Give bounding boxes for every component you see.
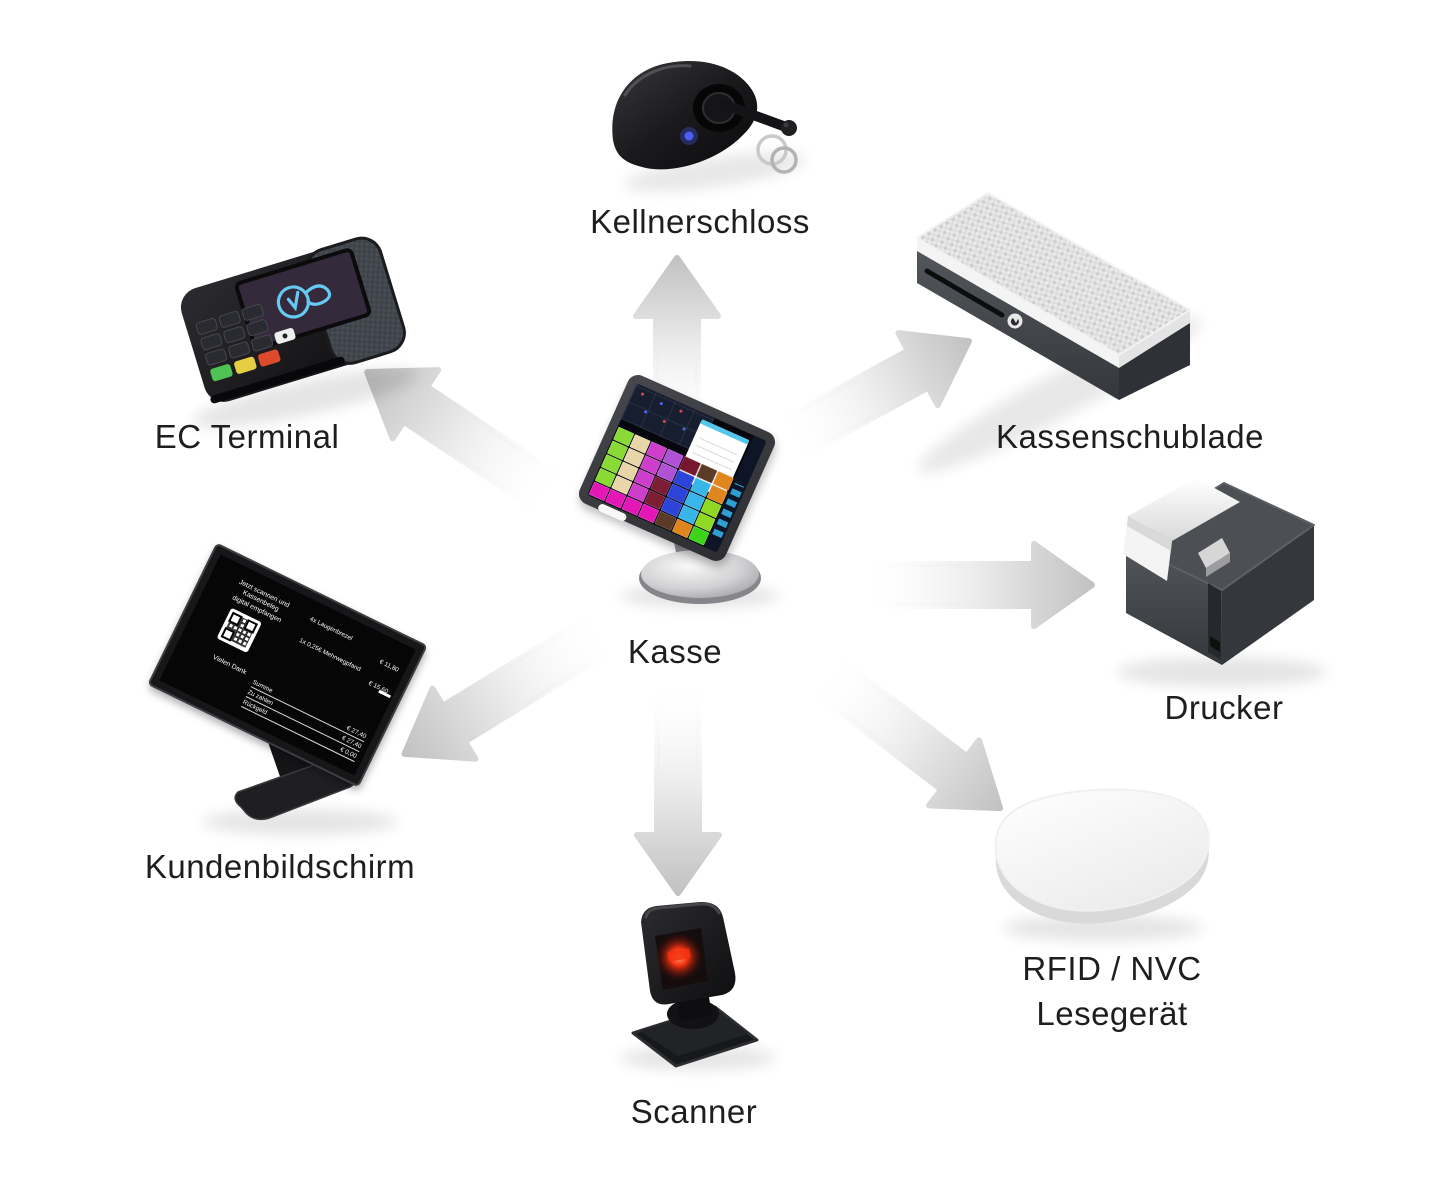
ec-keypad (195, 303, 296, 382)
shadow-kundenbildschirm (202, 809, 398, 835)
shadow-drucker (1117, 657, 1327, 687)
device-ec-terminal (180, 236, 406, 404)
printer-feed-button (1198, 538, 1230, 568)
node-label-kundenbildschirm: Kundenbildschirm (144, 848, 416, 885)
ec-key-red (258, 349, 281, 367)
device-scanner (631, 901, 759, 1068)
drawer-band (1119, 310, 1190, 368)
arrow-kasse-to-kundenbildschirm (401, 607, 624, 762)
qr-code (215, 607, 262, 654)
drawer-side (1119, 322, 1190, 400)
node-label-kassenschublade: Kassenschublade (995, 418, 1265, 455)
node-label-rfid: RFID / NVC Lesegerät (932, 946, 1292, 1036)
waiter-key (718, 99, 791, 132)
rfid-label-line2: Lesegerät (1036, 995, 1188, 1032)
shadow-kellnerschloss (623, 152, 807, 192)
drawer-slot (924, 268, 1005, 318)
ec-key-yellow (234, 356, 257, 374)
arrow-kasse-to-scanner (634, 675, 722, 896)
device-kellnerschloss (612, 61, 798, 174)
shadow-rfid (1003, 915, 1203, 941)
item-price: € 11,80 (378, 658, 400, 675)
printer-front (1126, 544, 1222, 665)
receipt-items: 4x Laugenbrezel € 11,80 1x 0,25€ Mehrweg… (290, 616, 403, 704)
node-label-kasse: Kasse (627, 633, 723, 670)
arrow-kasse-to-rfid (804, 650, 1004, 812)
arrow-kasse-to-drucker (854, 541, 1095, 629)
ec-key-green (210, 364, 233, 382)
shadow-ec-terminal (192, 368, 418, 428)
node-label-ec-terminal: EC Terminal (154, 418, 340, 455)
printer-paper (1128, 478, 1240, 541)
node-label-scanner: Scanner (630, 1093, 758, 1130)
device-rfid-reader (994, 788, 1210, 924)
device-kassenschublade (915, 191, 1192, 400)
printer-paper-flap (1123, 516, 1172, 581)
key-ring (770, 146, 798, 174)
drawer-band (917, 238, 1119, 368)
device-drucker (1123, 478, 1315, 665)
node-label-kellnerschloss: Kellnerschloss (590, 203, 810, 240)
rfid-label-line1: RFID / NVC (1022, 950, 1202, 987)
rfid-top (994, 788, 1210, 912)
contactless-logo-icon (276, 284, 332, 319)
node-label-drucker: Drucker (1164, 689, 1284, 726)
drawer-top (915, 191, 1192, 357)
printer-side (1222, 525, 1314, 665)
drawer-lock (1007, 313, 1023, 329)
arrow-kasse-to-kassenschublade (769, 330, 972, 465)
